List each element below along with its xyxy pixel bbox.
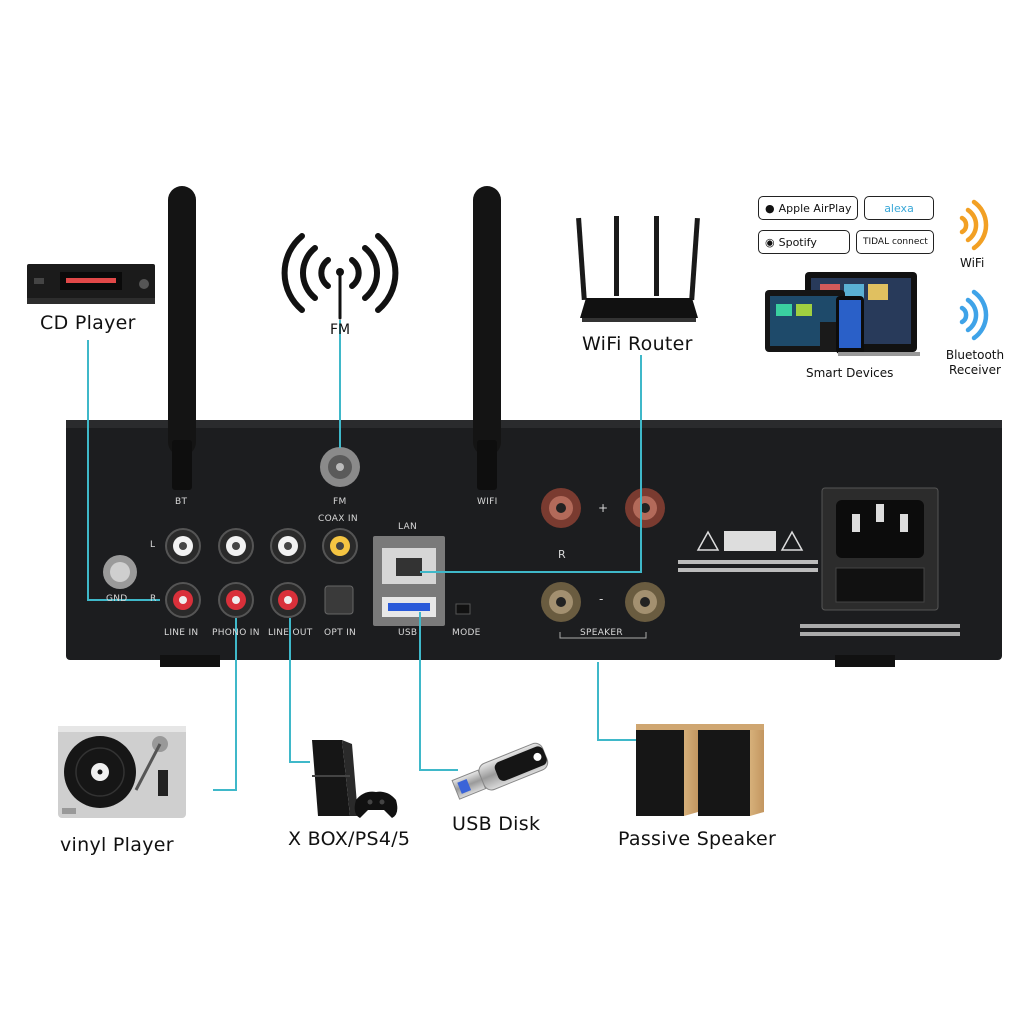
panel-label-opt-in: OPT IN bbox=[324, 628, 357, 638]
panel-label-phono-in: PHONO IN bbox=[212, 628, 260, 638]
panel-label-line-out: LINE OUT bbox=[268, 628, 313, 638]
fm-label: FM bbox=[330, 322, 351, 338]
cd-player-icon bbox=[27, 264, 155, 304]
usb-disk-label: USB Disk bbox=[452, 813, 541, 835]
wifi-antenna bbox=[473, 186, 501, 490]
panel-label-wifi: WIFI bbox=[477, 497, 498, 507]
connector-speaker bbox=[597, 662, 636, 741]
panel-label-coax-in: COAX IN bbox=[318, 514, 358, 524]
bluetooth-waves-icon bbox=[959, 289, 989, 341]
rca-row-left bbox=[165, 528, 358, 564]
smart-devices-icon bbox=[765, 272, 920, 356]
vinyl-player-label: vinyl Player bbox=[60, 834, 174, 856]
bt-antenna bbox=[168, 186, 196, 490]
panel-label-minus: - bbox=[599, 592, 604, 606]
ac-power-inlet bbox=[800, 487, 960, 636]
spotify-icon: ◉ bbox=[765, 235, 775, 249]
tidal-badge: TIDAL connect bbox=[856, 230, 934, 254]
connector-lines bbox=[87, 320, 642, 791]
cd-player-label: CD Player bbox=[40, 312, 136, 334]
wifi-waves-icon bbox=[959, 199, 989, 251]
panel-label-r-speaker: R bbox=[558, 548, 566, 561]
panel-label-bt: BT bbox=[175, 497, 188, 507]
connector-game-console bbox=[289, 618, 310, 763]
connector-wifi-router bbox=[420, 355, 642, 573]
game-console-icon bbox=[312, 740, 398, 818]
panel-label-mode: MODE bbox=[452, 628, 481, 638]
panel-label-usb: USB bbox=[398, 628, 418, 638]
panel-label-l: L bbox=[150, 540, 156, 550]
connector-usb-disk bbox=[419, 612, 458, 771]
panel-label-line-in: LINE IN bbox=[164, 628, 199, 638]
airplay-badge: ● Apple AirPlay bbox=[758, 196, 858, 220]
wifi-router-icon bbox=[576, 216, 700, 322]
wifi-router-label: WiFi Router bbox=[582, 333, 693, 355]
alexa-badge: alexa bbox=[864, 196, 934, 220]
connector-cd-player bbox=[87, 340, 160, 601]
fm-antenna-icon bbox=[281, 233, 399, 320]
rca-row-right bbox=[165, 582, 354, 618]
spotify-badge: ◉ Spotify bbox=[758, 230, 850, 254]
panel-label-plus: + bbox=[598, 501, 609, 515]
passive-speaker-label: Passive Speaker bbox=[618, 828, 777, 850]
speaker-terminals bbox=[541, 488, 665, 639]
bluetooth-receiver-label: Bluetooth Receiver bbox=[945, 348, 1005, 377]
wifi-label: WiFi bbox=[960, 256, 985, 270]
lan-usb-block bbox=[373, 536, 471, 626]
fm-connector bbox=[320, 447, 360, 487]
vinyl-player-icon bbox=[58, 726, 186, 818]
gnd-terminal bbox=[103, 555, 137, 589]
apple-icon: ● bbox=[765, 201, 775, 215]
usb-disk-icon bbox=[451, 742, 549, 800]
smart-devices-label: Smart Devices bbox=[806, 366, 894, 380]
panel-label-gnd: GND bbox=[106, 594, 128, 604]
panel-label-r-rca: R bbox=[150, 594, 157, 604]
warning-label bbox=[678, 530, 818, 572]
panel-label-lan: LAN bbox=[398, 522, 418, 532]
panel-label-speaker: SPEAKER bbox=[580, 628, 623, 638]
game-console-label: X BOX/PS4/5 bbox=[288, 828, 411, 850]
passive-speaker-icon bbox=[636, 724, 764, 816]
panel-label-fm: FM bbox=[333, 497, 347, 507]
connector-vinyl-player bbox=[213, 618, 237, 791]
